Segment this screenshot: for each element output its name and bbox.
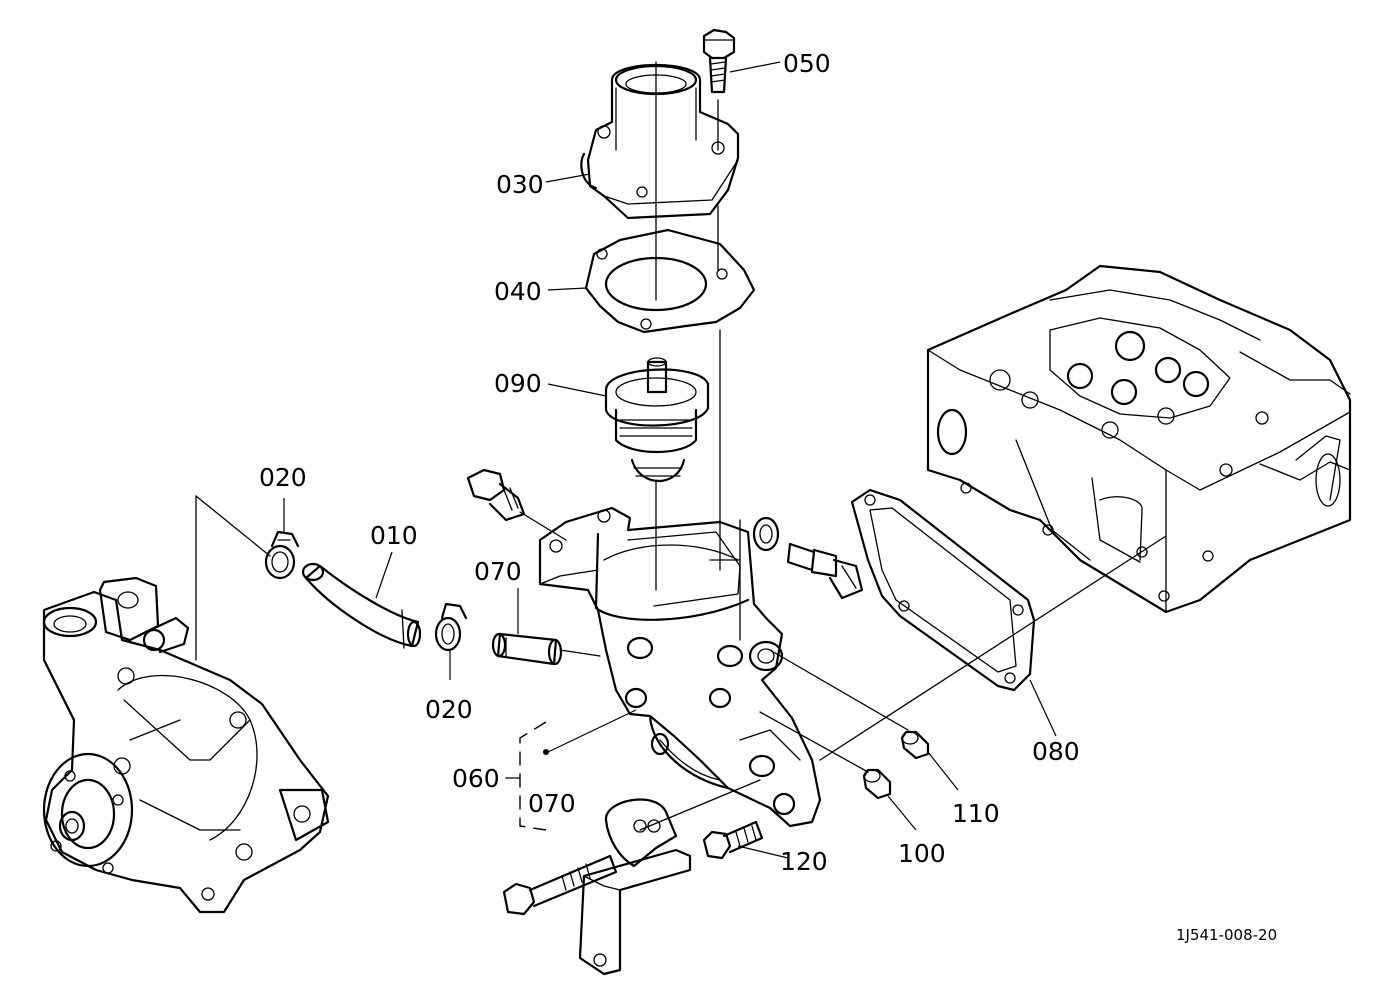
hose-010	[301, 551, 422, 649]
washer	[752, 516, 780, 552]
cover-030	[545, 63, 740, 220]
label-080: 080	[1032, 737, 1080, 766]
kit-060-bracket	[505, 721, 549, 831]
label-090: 090	[494, 369, 542, 398]
thermostat-housing	[538, 506, 822, 828]
label-040: 040	[494, 277, 542, 306]
bolt-120	[702, 820, 789, 860]
bracket	[578, 798, 692, 976]
label-020-lower: 020	[425, 695, 473, 724]
plug-fitting	[466, 468, 567, 541]
clamp-020-upper	[264, 498, 300, 580]
temperature-sensor	[786, 542, 864, 600]
assembly-axis-lines	[195, 61, 1167, 831]
gasket-080	[850, 488, 1057, 737]
label-060: 060	[452, 764, 500, 793]
water-pump	[42, 576, 330, 914]
plug-110	[900, 730, 959, 791]
cylinder-head	[926, 264, 1352, 614]
drawing-code: 1J541-008-20	[1176, 926, 1277, 944]
thermostat-090	[547, 357, 710, 483]
label-120: 120	[780, 847, 828, 876]
clamp-020-lower	[434, 602, 468, 680]
label-100: 100	[898, 839, 946, 868]
label-110: 110	[952, 799, 1000, 828]
label-070-lower: 070	[528, 789, 576, 818]
label-010: 010	[370, 521, 418, 550]
gasket-040	[547, 228, 756, 334]
label-070-upper: 070	[474, 557, 522, 586]
label-030: 030	[496, 170, 544, 199]
label-020-upper: 020	[259, 463, 307, 492]
label-050: 050	[783, 49, 831, 78]
long-bolt	[502, 854, 618, 916]
pipe-070	[491, 588, 563, 666]
bolt-050	[702, 28, 781, 94]
plug-100	[862, 768, 917, 831]
